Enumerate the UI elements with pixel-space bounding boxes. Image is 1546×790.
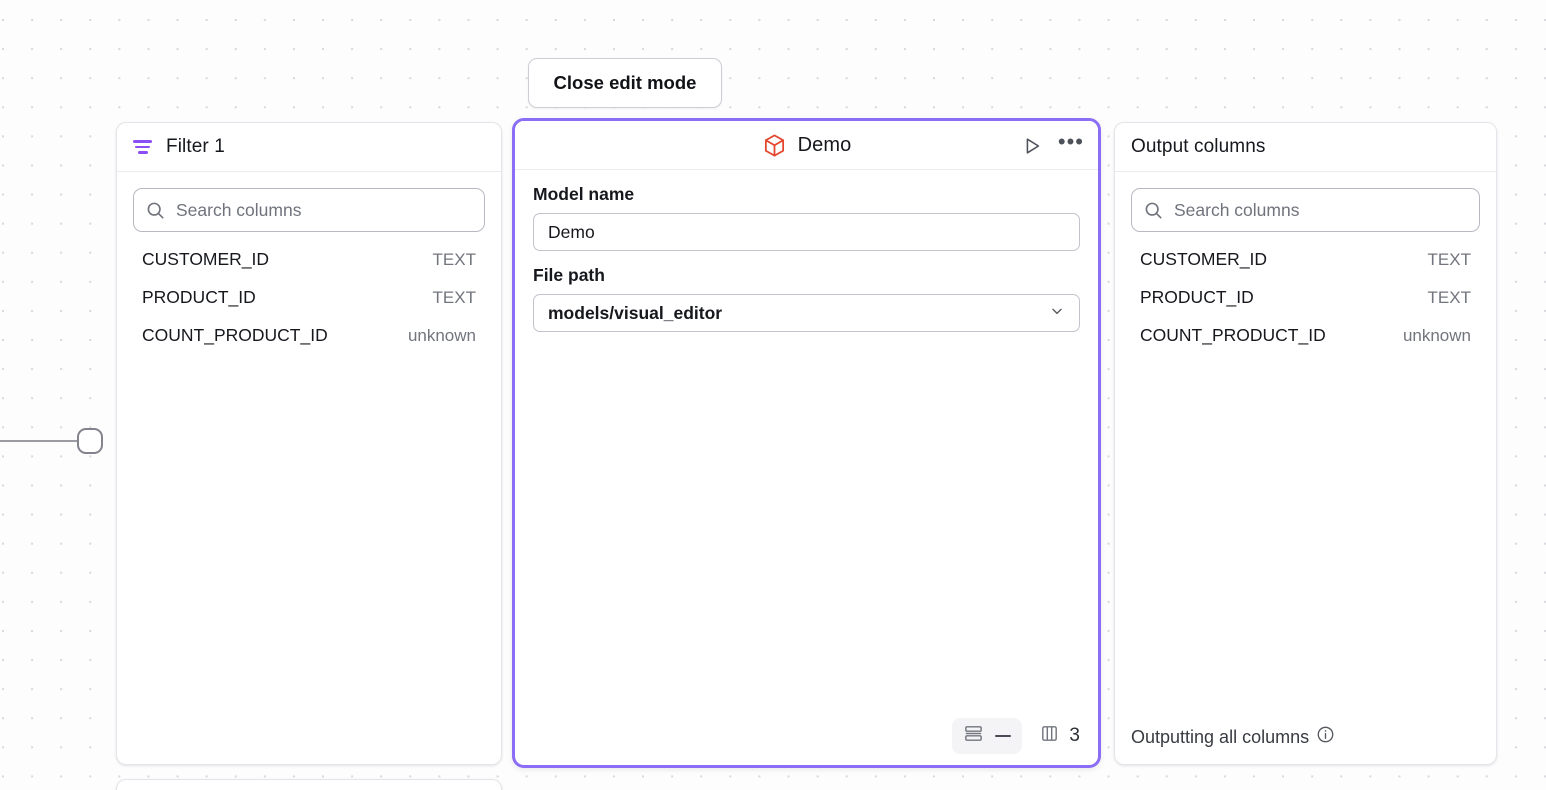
filter-search-input[interactable] [176, 199, 472, 221]
output-columns-panel[interactable]: Output columns CUSTOMER_ID TEXT PRODUCT_… [1114, 122, 1497, 765]
close-edit-mode-button[interactable]: Close edit mode [528, 58, 722, 108]
filter-panel[interactable]: Filter 1 CUSTOMER_ID TEXT PRODUCT_ID TEX… [116, 122, 502, 765]
columns-icon [1039, 723, 1060, 749]
column-count-value: 3 [1069, 725, 1080, 746]
column-type: TEXT [1427, 250, 1471, 269]
ellipsis-icon[interactable]: ••• [1057, 129, 1084, 154]
rows-icon [963, 723, 984, 749]
model-name-label: Model name [533, 184, 635, 204]
edge-connector-line [0, 440, 84, 442]
table-row[interactable]: COUNT_PRODUCT_ID unknown [1131, 325, 1480, 363]
cube-icon [762, 133, 787, 158]
file-path-select[interactable]: models/visual_editor [533, 294, 1080, 332]
column-type: TEXT [432, 250, 476, 269]
column-name: CUSTOMER_ID [142, 249, 270, 269]
search-icon [146, 201, 165, 220]
play-icon[interactable] [1021, 135, 1043, 157]
model-name-value: Demo [548, 221, 595, 242]
column-type: TEXT [1427, 288, 1471, 307]
column-name: COUNT_PRODUCT_ID [1140, 325, 1326, 345]
file-path-value: models/visual_editor [548, 302, 723, 323]
model-panel-header: Demo ••• [515, 121, 1098, 170]
model-panel-footer: 3 [515, 707, 1098, 765]
bottom-panel-partial[interactable] [116, 779, 502, 790]
model-name-field[interactable]: Demo [533, 213, 1080, 251]
output-panel-title: Output columns [1131, 136, 1266, 157]
column-type: unknown [407, 326, 476, 345]
rows-value-dash [995, 734, 1012, 738]
output-panel-body: CUSTOMER_ID TEXT PRODUCT_ID TEXT COUNT_P… [1115, 172, 1496, 710]
model-panel-title: Demo [797, 133, 852, 156]
table-row[interactable]: COUNT_PRODUCT_ID unknown [133, 325, 485, 363]
row-count-group[interactable] [952, 718, 1023, 754]
table-row[interactable]: PRODUCT_ID TEXT [1131, 287, 1480, 325]
table-row[interactable]: PRODUCT_ID TEXT [133, 287, 485, 325]
model-panel-body: Model name Demo File path models/visual_… [515, 170, 1098, 707]
file-path-label: File path [533, 265, 605, 285]
table-row[interactable]: CUSTOMER_ID TEXT [1131, 249, 1480, 287]
filter-panel-body: CUSTOMER_ID TEXT PRODUCT_ID TEXT COUNT_P… [117, 172, 501, 764]
column-type: TEXT [432, 288, 476, 307]
search-icon [1144, 201, 1163, 220]
output-search-input[interactable] [1174, 199, 1467, 221]
column-type: unknown [1402, 326, 1471, 345]
column-name: COUNT_PRODUCT_ID [142, 325, 328, 345]
output-panel-footer: Outputting all columns [1115, 710, 1496, 764]
model-panel[interactable]: Demo ••• Model name Demo File path model… [512, 118, 1101, 768]
filter-icon [133, 140, 152, 154]
outputting-status-text: Outputting all columns [1131, 726, 1310, 747]
table-row[interactable]: CUSTOMER_ID TEXT [133, 249, 485, 287]
chevron-down-icon [1049, 303, 1065, 324]
model-panel-actions: ••• [1021, 121, 1084, 170]
info-icon[interactable] [1316, 725, 1335, 749]
filter-search-box[interactable] [133, 188, 485, 232]
column-name: CUSTOMER_ID [1140, 249, 1268, 269]
output-search-box[interactable] [1131, 188, 1480, 232]
output-panel-header: Output columns [1115, 123, 1496, 172]
filter-panel-header: Filter 1 [117, 123, 501, 172]
edge-connector-handle[interactable] [77, 428, 103, 454]
column-count-group[interactable]: 3 [1035, 718, 1084, 754]
filter-panel-title: Filter 1 [166, 136, 225, 157]
column-name: PRODUCT_ID [1140, 287, 1254, 307]
column-name: PRODUCT_ID [142, 287, 256, 307]
